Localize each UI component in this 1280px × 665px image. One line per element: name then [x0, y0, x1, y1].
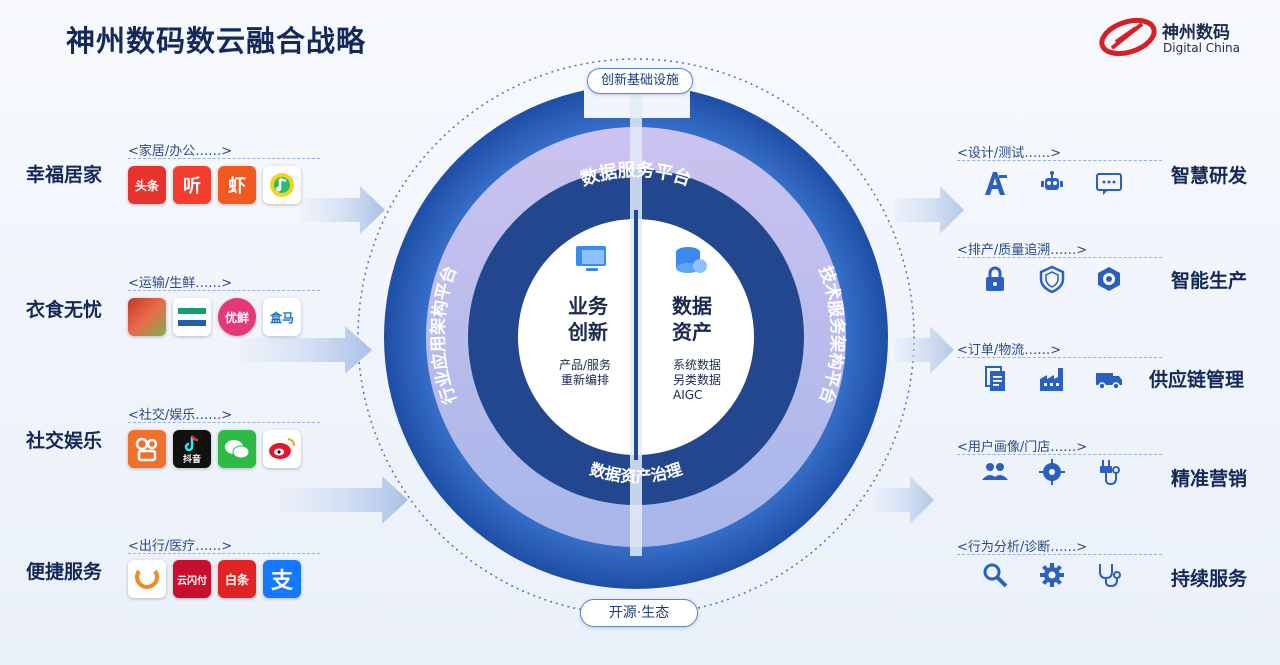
- right-icons-service: [980, 560, 1124, 590]
- hex-target-icon: [1094, 264, 1124, 294]
- left-category-food: <运输/生鲜……>: [128, 276, 233, 291]
- vertical-divider-core: [634, 210, 638, 460]
- left-arrow-3: [280, 476, 408, 524]
- business-innovation-sub: 产品/服务 重新编排: [558, 358, 612, 387]
- chat-icon: [1094, 168, 1124, 198]
- left-label-home: 幸福居家: [26, 164, 103, 186]
- left-apps-social: 抖音: [128, 430, 301, 468]
- robot-icon: [1037, 168, 1067, 198]
- right-icons-rd: [980, 168, 1124, 198]
- data-assets-title: 数据 资产: [672, 294, 712, 344]
- left-category-services: <出行/医疗……>: [128, 539, 233, 554]
- search-icon: [980, 560, 1010, 590]
- font-icon: [980, 168, 1010, 198]
- alipay-app-icon[interactable]: 支: [263, 560, 301, 598]
- right-icons-production: [980, 264, 1124, 294]
- page-title: 神州数码数云融合战略: [66, 24, 367, 58]
- hema-app-icon[interactable]: 盒马: [263, 298, 301, 336]
- right-label-supply: 供应链管理: [1149, 369, 1245, 391]
- users-icon: [980, 457, 1010, 487]
- right-category-production: <排产/质量追溯……>: [957, 243, 1088, 258]
- open-source-pill: 开源·生态: [580, 599, 698, 627]
- right-category-supply: <订单/物流……>: [957, 343, 1062, 358]
- right-divider-supply: [957, 357, 1162, 358]
- left-divider-home: [128, 158, 320, 159]
- truck-icon: [1094, 364, 1124, 394]
- missfresh-app-icon[interactable]: 优鲜: [218, 298, 256, 336]
- left-label-social: 社交娱乐: [26, 430, 103, 452]
- left-divider-food: [128, 290, 320, 291]
- right-label-rd: 智慧研发: [1171, 165, 1248, 187]
- ting-app-icon[interactable]: 听: [173, 166, 211, 204]
- right-divider-service: [957, 554, 1162, 555]
- monitor-icon: [576, 246, 606, 271]
- wechat-app-icon[interactable]: [218, 430, 256, 468]
- right-label-production: 智能生产: [1171, 270, 1248, 292]
- right-category-marketing: <用户画像/门店……>: [957, 440, 1088, 455]
- fresh-produce-app-icon[interactable]: [128, 298, 166, 336]
- music-app-icon[interactable]: [263, 166, 301, 204]
- location-icon: [1037, 457, 1067, 487]
- right-icons-marketing: [980, 457, 1124, 487]
- familymart-app-icon[interactable]: [173, 298, 211, 336]
- right-label-service: 持续服务: [1171, 568, 1248, 590]
- gear-icon: [1037, 560, 1067, 590]
- right-divider-production: [957, 257, 1162, 258]
- database-icon: [676, 247, 707, 273]
- logo-name-en: Digital China: [1163, 41, 1241, 55]
- left-divider-social: [128, 422, 320, 423]
- baitiao-app-icon[interactable]: 白条: [218, 560, 256, 598]
- unionpay-app-icon[interactable]: 云闪付: [173, 560, 211, 598]
- left-arrow-1: [300, 186, 385, 234]
- left-apps-food: 优鲜 盒马: [128, 298, 301, 336]
- left-label-food: 衣食无忧: [26, 299, 103, 321]
- kuaishou-app-icon[interactable]: [128, 430, 166, 468]
- factory-icon: [1037, 364, 1067, 394]
- toutiao-app-icon[interactable]: 头条: [128, 166, 166, 204]
- right-arrow-3: [875, 476, 934, 524]
- right-arrow-2: [895, 326, 954, 374]
- xia-app-icon[interactable]: 虾: [218, 166, 256, 204]
- logo-swirl-icon: [1099, 17, 1157, 57]
- left-apps-home: 头条 听 虾: [128, 166, 301, 204]
- company-logo: 神州数码 Digital China: [1098, 12, 1268, 62]
- right-category-service: <行为分析/诊断……>: [957, 540, 1088, 555]
- shield-icon: [1037, 264, 1067, 294]
- left-arrow-2: [240, 326, 372, 374]
- left-apps-services: 云闪付 白条 支: [128, 560, 301, 598]
- lock-icon: [980, 264, 1010, 294]
- didi-app-icon[interactable]: [128, 560, 166, 598]
- infrastructure-pill: 创新基础设施: [587, 68, 693, 94]
- right-divider-marketing: [957, 454, 1162, 455]
- documents-icon: [980, 364, 1010, 394]
- weibo-app-icon[interactable]: [263, 430, 301, 468]
- left-category-social: <社交/娱乐……>: [128, 408, 233, 423]
- left-category-home: <家居/办公……>: [128, 144, 233, 159]
- data-assets-sub: 系统数据 另类数据 AIGC: [673, 358, 722, 402]
- plug-icon: [1094, 457, 1124, 487]
- right-label-marketing: 精准营销: [1171, 468, 1248, 490]
- right-category-rd: <设计/测试……>: [957, 146, 1062, 161]
- right-divider-rd: [957, 160, 1162, 161]
- stethoscope-icon: [1094, 560, 1124, 590]
- left-label-services: 便捷服务: [26, 561, 103, 583]
- logo-name-cn: 神州数码: [1162, 23, 1230, 43]
- douyin-app-icon[interactable]: 抖音: [173, 430, 211, 468]
- business-innovation-title: 业务 创新: [568, 294, 608, 344]
- right-arrow-1: [895, 186, 964, 234]
- right-icons-supply: [980, 364, 1124, 394]
- left-divider-services: [128, 553, 320, 554]
- outer-dotted-ring: [357, 58, 915, 616]
